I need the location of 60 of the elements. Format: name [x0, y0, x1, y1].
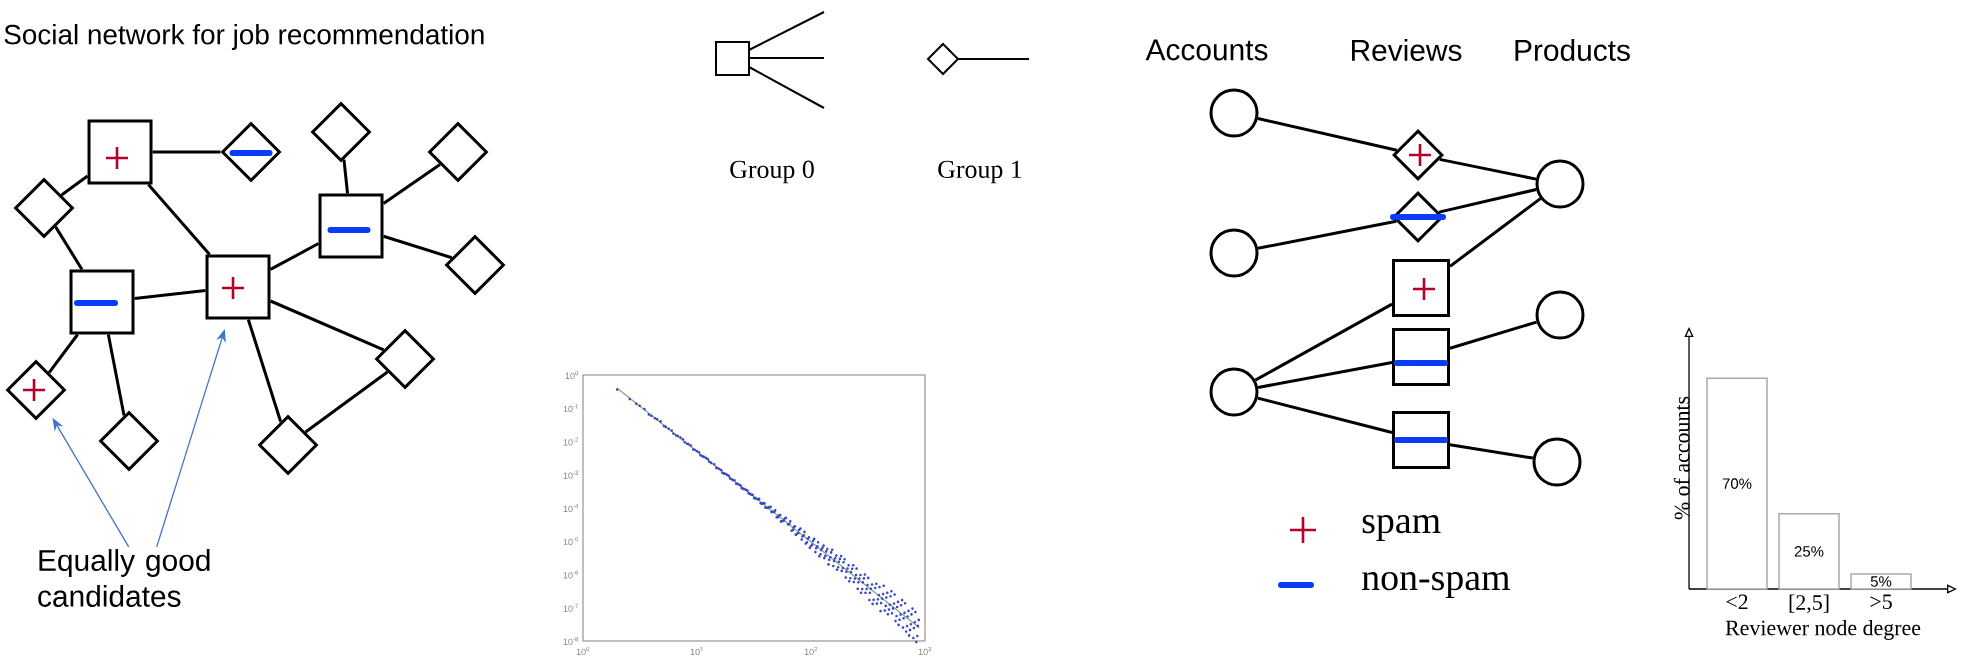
- tick-label: 10$^{0}$: [565, 370, 579, 380]
- x-axis-title: Reviewer node degree: [1725, 619, 1921, 640]
- connector-line: [1257, 396, 1393, 434]
- circle-node: [1532, 437, 1582, 487]
- legend-label: spam: [1362, 515, 1441, 541]
- tick-label: 10$^{-3}$: [563, 470, 579, 479]
- connector-line: [60, 174, 89, 197]
- connector-line: [383, 234, 453, 260]
- data-label: 5%: [1870, 576, 1892, 587]
- connector-line: [304, 370, 389, 434]
- connector-line: [1254, 302, 1393, 382]
- connector-line: [147, 183, 211, 256]
- connector-line: [152, 150, 221, 154]
- column-header: Products: [1515, 39, 1630, 61]
- x-tick-label: >5: [1870, 594, 1892, 610]
- tick-label: 10$^{-6}$: [563, 570, 579, 579]
- connector-line: [1257, 117, 1398, 152]
- connector-line: [382, 163, 441, 205]
- connector-line: [47, 333, 79, 374]
- column-header: Reviews: [1352, 39, 1462, 61]
- circle-node: [1209, 228, 1259, 278]
- connector-line: [1257, 360, 1393, 389]
- annotation-text: Equally good candidates: [38, 549, 210, 607]
- connector-line: [1449, 197, 1542, 268]
- tick-label: 10$^{-4}$: [563, 504, 579, 512]
- tick-label: 10$^{-8}$: [563, 636, 579, 646]
- connector-line: [1438, 188, 1537, 214]
- circle-node: [1535, 290, 1585, 340]
- tick-label: 10$^{-2}$: [563, 437, 578, 446]
- x-tick-label: <2: [1726, 594, 1748, 610]
- circle-node: [1209, 88, 1259, 138]
- legend-label: Group 0: [730, 160, 814, 184]
- connector-line: [269, 242, 320, 271]
- legend-label: Group 1: [938, 160, 1022, 184]
- legend-label: non-spam: [1362, 572, 1510, 598]
- connector-line: [134, 289, 206, 300]
- connector-line: [54, 226, 84, 271]
- tick-label: 10$^{-1}$: [563, 404, 578, 413]
- tick-label: 10$^{3}$: [918, 646, 932, 656]
- connector-line: [1449, 443, 1534, 460]
- tick-label: 10$^{-5}$: [563, 537, 579, 546]
- tick-label: 10$^{0}$: [576, 646, 590, 656]
- circle-node: [1209, 367, 1259, 417]
- connector-line: [1439, 157, 1537, 181]
- data-label: 25%: [1794, 546, 1824, 557]
- x-tick-label: [2,5]: [1789, 594, 1829, 614]
- tick-label: 10$^{2}$: [804, 646, 818, 656]
- tick-label: 10$^{-7}$: [563, 603, 578, 612]
- tick-label: 10$^{1}$: [690, 647, 704, 655]
- connector-line: [106, 334, 126, 416]
- heading: Social network for job recommendation: [4, 24, 484, 50]
- connector-line: [1449, 320, 1537, 350]
- connector-line: [246, 319, 283, 423]
- column-header: Accounts: [1145, 39, 1268, 61]
- y-axis-title: % of accounts: [1673, 396, 1690, 520]
- connector-line: [342, 159, 350, 194]
- circle-node: [1535, 159, 1585, 209]
- connector-line: [1257, 219, 1397, 250]
- connector-line: [269, 299, 385, 352]
- data-label: 70%: [1722, 478, 1752, 489]
